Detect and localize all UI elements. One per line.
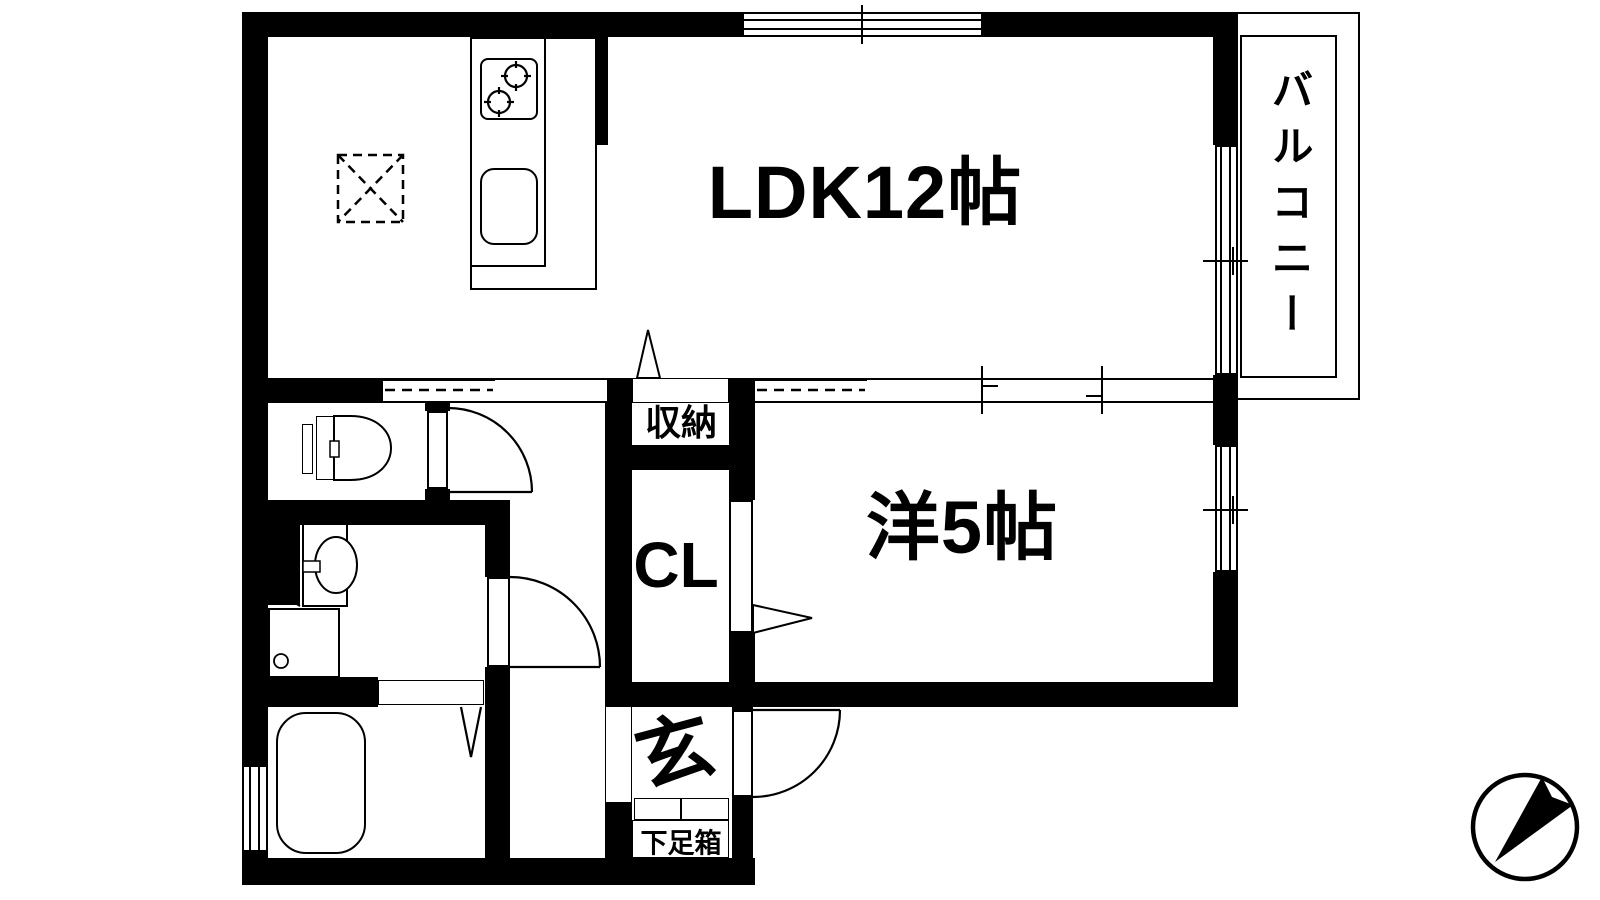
closet-door-panel: [729, 500, 753, 633]
storage-label: 収納: [644, 402, 718, 443]
kitchen-sink: [480, 168, 538, 245]
storage-door-triangle: [635, 329, 662, 379]
toilet-icon: [329, 415, 393, 481]
shoe-cabinet-label: 下足箱: [640, 828, 722, 859]
entrance-inner-opening: [605, 707, 632, 802]
balcony-label: バルコニー: [1266, 68, 1313, 348]
entrance-step-right: [681, 798, 729, 820]
bathroom-west-window: [242, 765, 268, 852]
right-wall-upper: [1213, 12, 1238, 145]
bathtub: [276, 712, 366, 854]
sliding-door-ticks: [981, 366, 1103, 414]
central-left-wall-upper: [605, 378, 632, 707]
bathroom-doorway: [378, 680, 484, 705]
wall-taper-line: [269, 587, 301, 607]
entrance-right-wall-lower: [732, 797, 753, 860]
toilet-tank-rear: [302, 424, 313, 474]
closet-door-triangle: [752, 603, 813, 635]
bathroom-top-wall: [268, 677, 378, 707]
ldk-western-sliding-door: [867, 378, 1213, 403]
door-swing-arcs: [447, 406, 842, 799]
window-glyph-lines: [249, 5, 1248, 850]
central-right-wall-mid: [729, 633, 755, 682]
left-wall-upper: [242, 12, 268, 765]
balcony-inner-rail: [1240, 35, 1337, 378]
bottom-wall: [242, 858, 755, 885]
toilet-door-panel: [427, 411, 448, 489]
toilet-bottom-wall: [268, 500, 510, 525]
washroom-door-panel: [487, 577, 510, 667]
mid-wall-left: [268, 378, 383, 403]
entrance-right-stub: [732, 682, 753, 710]
stove-burners-icon: [484, 61, 531, 117]
hallway-ldk-opening: [495, 378, 607, 403]
washroom-right-wall-lower: [485, 667, 510, 862]
washroom-right-wall-upper: [485, 525, 510, 577]
compass-north-icon: [1470, 772, 1580, 882]
storage-opening: [632, 378, 729, 403]
top-wall-right: [983, 12, 1238, 37]
ldk-label: LDK12帖: [707, 151, 1023, 234]
refrigerator-space-icon: [336, 153, 405, 224]
bathroom-folding-door: [459, 706, 483, 758]
storage-closet-divider: [632, 445, 729, 470]
washroom-left-block: [268, 525, 300, 605]
closet-label: CL: [633, 529, 719, 601]
central-right-wall-upper: [729, 378, 755, 500]
western-room-label: 洋5帖: [865, 486, 1059, 569]
toilet-door-stub-bottom: [425, 489, 450, 500]
right-wall-mid: [1213, 375, 1238, 445]
top-wall-left: [242, 12, 742, 37]
washbasin-icon: [302, 536, 358, 594]
shoe-cabinet-box: [632, 820, 729, 858]
toilet-door-stub-top: [425, 400, 450, 411]
entrance-door-panel: [732, 710, 753, 797]
entrance-step-left: [634, 798, 681, 820]
washer-drain-icon: [273, 653, 289, 669]
western-room-bottom-wall: [605, 682, 1238, 707]
